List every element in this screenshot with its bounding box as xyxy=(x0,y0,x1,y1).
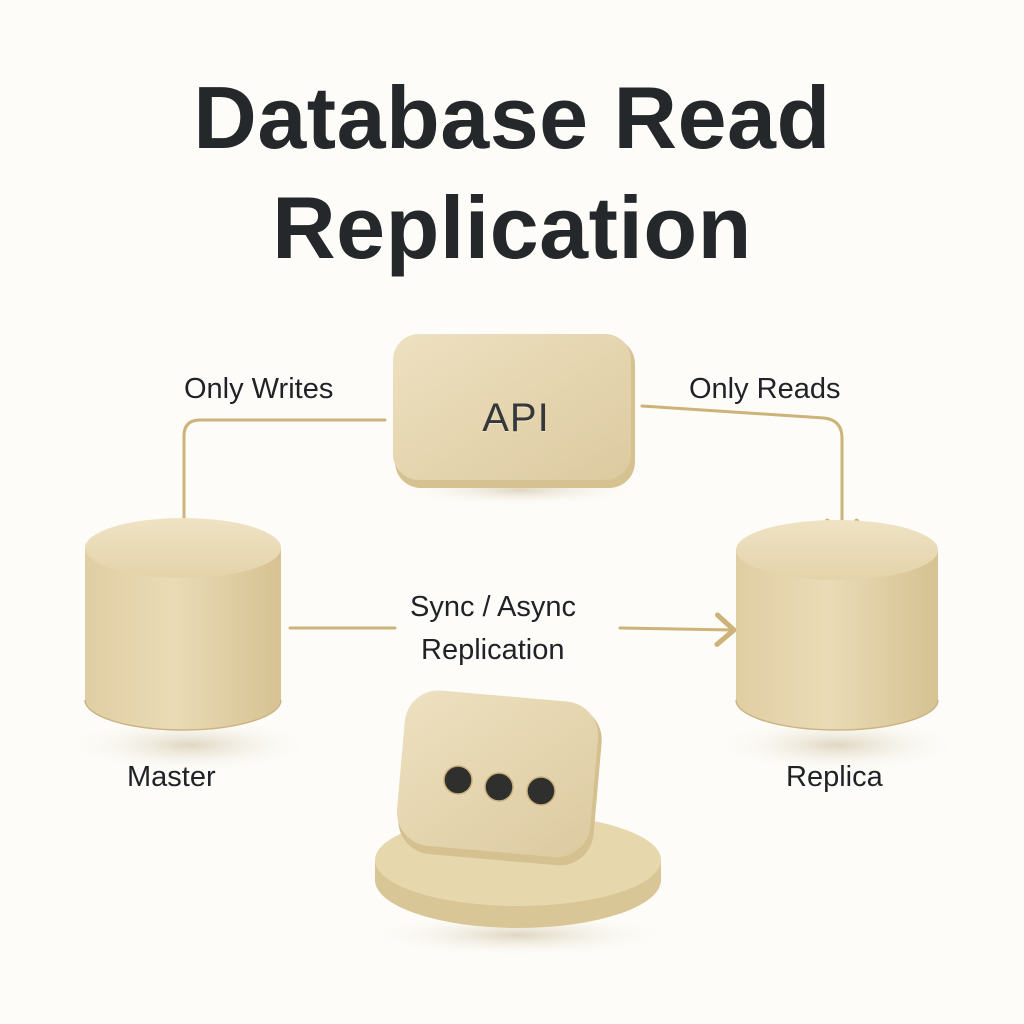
chat-bubble-ellipsis-icon[interactable] xyxy=(375,688,661,928)
edge-label-only-reads: Only Reads xyxy=(689,373,841,405)
title-line-2: Replication xyxy=(272,178,752,277)
edge-api-to-replica xyxy=(640,404,860,542)
master-shadow xyxy=(65,717,315,773)
master-label: Master xyxy=(127,761,216,793)
replica-shadow xyxy=(713,717,963,773)
edge-label-replication: Replication xyxy=(421,634,565,666)
api-label: API xyxy=(482,396,550,440)
edge-label-only-writes: Only Writes xyxy=(184,373,334,405)
app-shadow xyxy=(363,913,673,957)
title-line-1: Database Read xyxy=(193,68,831,167)
replica-database-icon[interactable] xyxy=(735,520,939,731)
replica-label: Replica xyxy=(786,761,883,793)
ellipsis-dot-1 xyxy=(443,765,473,795)
edge-master-to-replica-right xyxy=(618,612,738,647)
master-database-icon[interactable] xyxy=(84,518,282,731)
api-node[interactable] xyxy=(393,334,635,488)
ellipsis-dot-2 xyxy=(484,772,514,802)
edge-label-sync-async: Sync / Async xyxy=(410,591,577,623)
edge-api-to-master xyxy=(166,418,387,542)
ellipsis-dot-3 xyxy=(526,776,556,806)
